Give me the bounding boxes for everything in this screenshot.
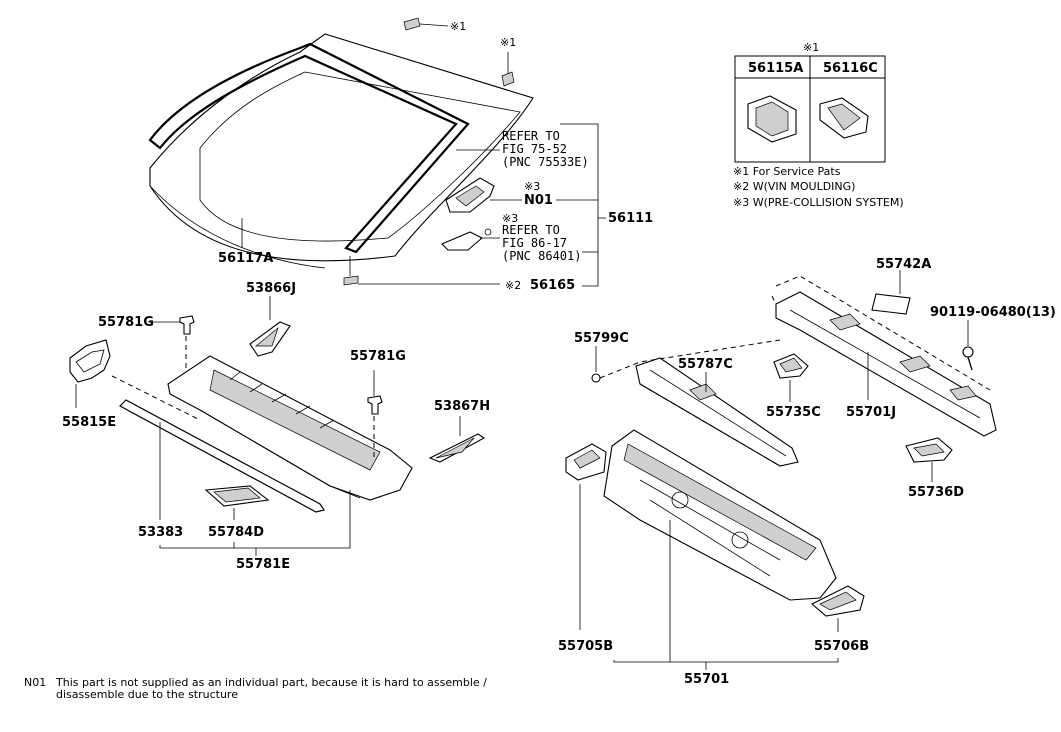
cowl-end-53866j[interactable]	[249, 321, 291, 357]
label-55701j: 55701J	[846, 405, 896, 420]
service-parts-table	[734, 55, 886, 163]
service-clip-top[interactable]	[403, 17, 421, 31]
bolt-90119[interactable]	[962, 346, 974, 371]
label-56165: 56165	[530, 278, 575, 293]
mark-3-n01: ※3	[524, 180, 540, 193]
cowl-end-53867h[interactable]	[428, 433, 486, 463]
label-n01: N01	[524, 193, 553, 208]
bracket-55706b[interactable]	[811, 585, 865, 617]
label-55781g-right: 55781G	[350, 349, 406, 364]
weatherstrip-53383[interactable]	[119, 399, 325, 513]
table-col-56116c: 56116C	[823, 61, 878, 76]
service-mark-1b: ※1	[500, 36, 516, 49]
label-55736d: 55736D	[908, 485, 964, 500]
service-clip-right[interactable]	[501, 71, 515, 87]
label-55742a: 55742A	[876, 257, 931, 272]
label-55735c: 55735C	[766, 405, 821, 420]
bracket-55736d[interactable]	[905, 437, 953, 463]
vin-moulding-part[interactable]	[343, 275, 359, 286]
label-55784d: 55784D	[208, 525, 264, 540]
refer1-line3: (PNC 75533E)	[502, 155, 589, 169]
refer1-line1: REFER TO	[502, 129, 560, 143]
refer2-line3: (PNC 86401)	[502, 249, 581, 263]
bracket-55735c[interactable]	[773, 353, 809, 379]
refer2-line2: FIG 86-17	[502, 236, 567, 250]
label-55815e: 55815E	[62, 415, 116, 430]
cover-55784d[interactable]	[204, 485, 270, 507]
clip-56116c[interactable]	[819, 97, 869, 139]
label-53383: 53383	[138, 525, 183, 540]
footnote-line2: disassemble due to the structure	[56, 688, 238, 701]
label-53866j: 53866J	[246, 281, 296, 296]
camera-bracket[interactable]	[441, 228, 492, 251]
bracket-55705b[interactable]	[565, 443, 607, 481]
clip-56115a[interactable]	[747, 95, 797, 143]
windshield-moulding[interactable]	[148, 42, 470, 254]
refer2-line1: REFER TO	[502, 223, 560, 237]
windshield-glass[interactable]	[149, 33, 534, 269]
label-53867h: 53867H	[434, 399, 490, 414]
label-55701: 55701	[684, 672, 729, 687]
cowl-panel-55701j[interactable]	[775, 291, 997, 437]
legend-mark: ※1	[803, 41, 819, 54]
mark-2: ※2	[505, 279, 521, 292]
cowl-top-panel[interactable]	[167, 355, 413, 501]
footnote-line1: This part is not supplied as an individu…	[55, 676, 487, 689]
footnote-code: N01	[24, 676, 46, 689]
refer1-line2: FIG 75-52	[502, 142, 567, 156]
mark-3-refer: ※3	[502, 212, 518, 225]
pad-55742a[interactable]	[871, 293, 911, 315]
clip-55781g-left[interactable]	[179, 315, 195, 335]
dash-panel-55701[interactable]	[603, 429, 837, 601]
label-90119-06480: 90119-06480(13)	[930, 305, 1056, 320]
label-55781e: 55781E	[236, 557, 290, 572]
label-55706b: 55706B	[814, 639, 869, 654]
seal-55815e[interactable]	[69, 339, 111, 383]
clip-55799c[interactable]	[591, 373, 601, 383]
table-col-56115a: 56115A	[748, 61, 803, 76]
service-mark-1a: ※1	[450, 20, 466, 33]
label-55781g-left: 55781G	[98, 315, 154, 330]
label-55799c: 55799C	[574, 331, 629, 346]
note-3: ※3 W(PRE-COLLISION SYSTEM)	[733, 196, 904, 209]
note-1: ※1 For Service Pats	[733, 165, 841, 178]
label-55705b: 55705B	[558, 639, 613, 654]
label-56111: 56111	[608, 211, 653, 226]
sensor-bracket-n01[interactable]	[445, 177, 495, 213]
label-56117a: 56117A	[218, 251, 273, 266]
clip-55781g-right[interactable]	[367, 395, 383, 415]
label-55787c: 55787C	[678, 357, 733, 372]
note-2: ※2 W(VIN MOULDING)	[733, 180, 855, 193]
